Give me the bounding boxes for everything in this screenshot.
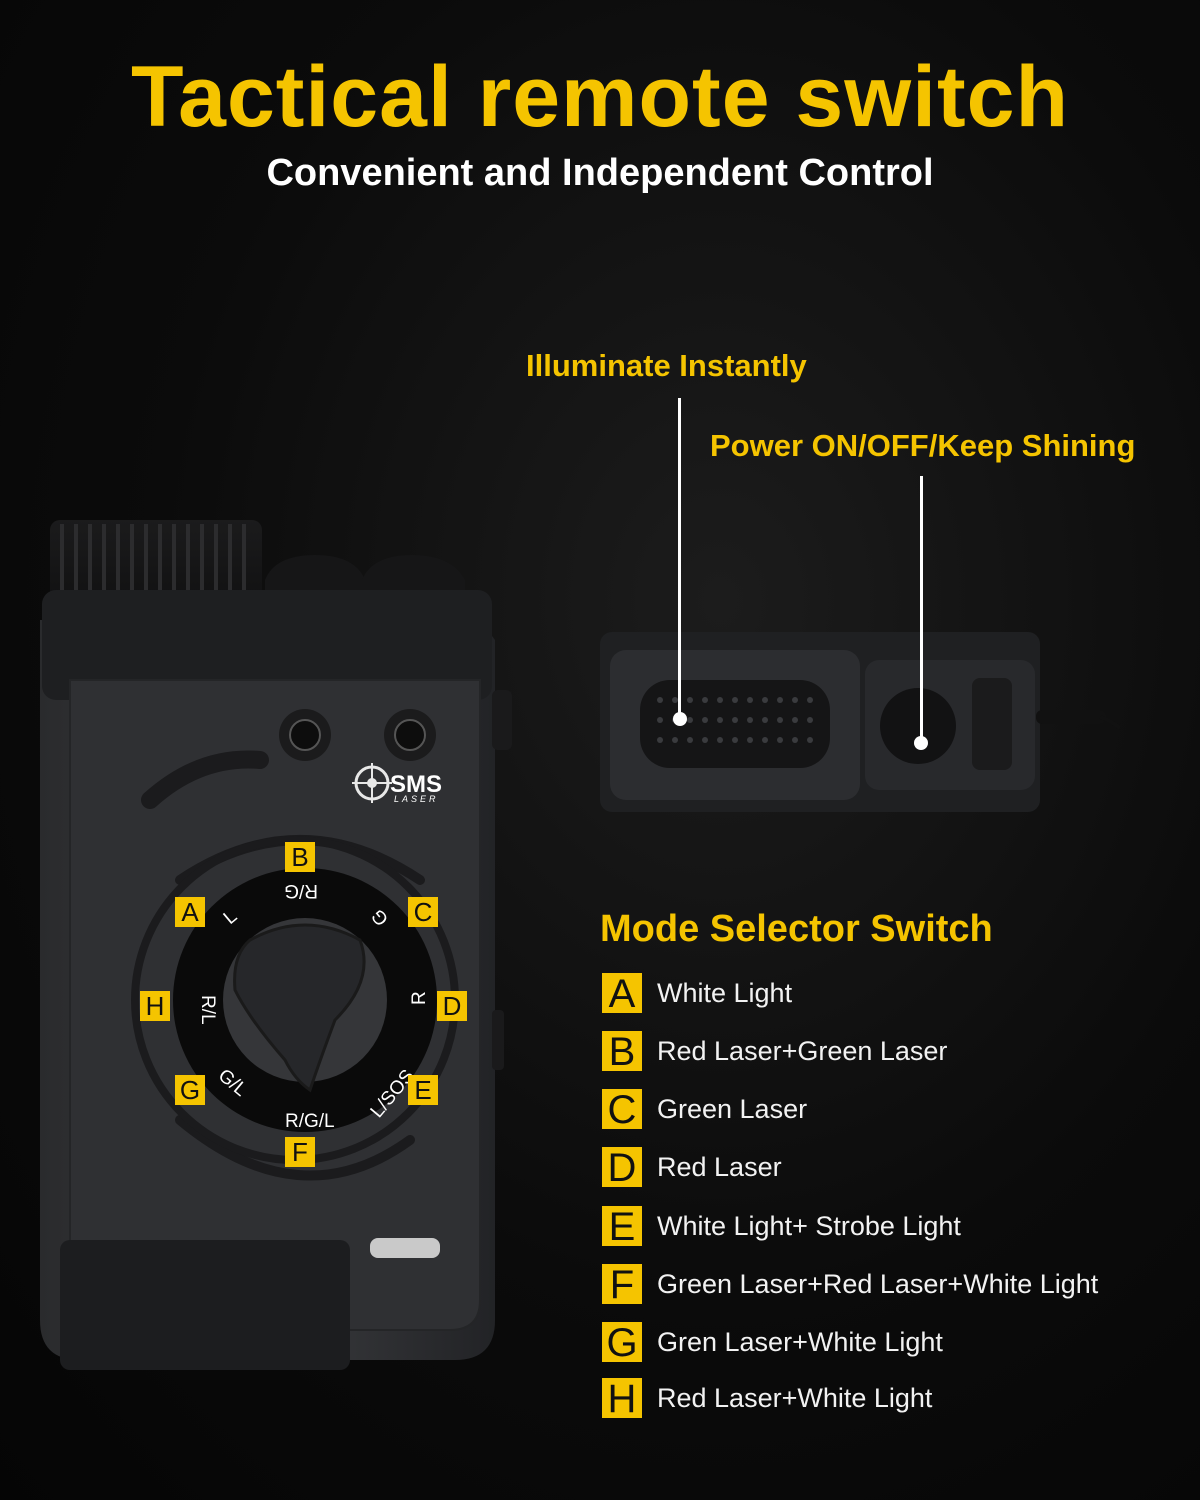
mode-item-e: E White Light+ Strobe Light [602, 1203, 961, 1249]
mode-letter: A [602, 973, 642, 1015]
svg-text:D: D [443, 991, 462, 1021]
mode-label: Gren Laser+White Light [657, 1326, 943, 1357]
mode-label: Green Laser [657, 1093, 808, 1124]
svg-text:C: C [414, 897, 433, 927]
dial-letter-e: E [408, 1075, 438, 1105]
svg-text:A: A [181, 897, 199, 927]
dial-letter-h: H [140, 991, 170, 1021]
screw-icon [279, 709, 331, 761]
mode-label: Red Laser+Green Laser [657, 1035, 948, 1066]
laser-device-illustration: SMS LASER L R/G G R L/SOS R/G/L G/L R/L … [40, 520, 512, 1370]
mode-letter: H [602, 1378, 642, 1420]
mode-item-f: F Green Laser+Red Laser+White Light [602, 1261, 1098, 1307]
brand-subtext: LASER [394, 794, 439, 804]
screw-icon [384, 709, 436, 761]
remote-switch-illustration [600, 632, 1120, 812]
mode-label: White Light [657, 977, 793, 1008]
mode-letter: E [602, 1206, 642, 1248]
svg-text:F: F [292, 1137, 308, 1167]
mode-item-g: G Gren Laser+White Light [602, 1319, 943, 1365]
svg-text:G: G [180, 1075, 200, 1105]
mode-letter: B [602, 1031, 642, 1073]
mode-letter: C [602, 1089, 642, 1131]
mode-letter: G [602, 1322, 642, 1364]
svg-text:H: H [146, 991, 165, 1021]
callout-illuminate: Illuminate Instantly [526, 348, 807, 383]
dial-letter-b: B [285, 842, 315, 872]
dial-letter-f: F [285, 1137, 315, 1167]
dial-label-rgl: R/G/L [285, 1111, 335, 1132]
dial-letter-c: C [408, 897, 438, 927]
mode-letter: F [602, 1264, 642, 1306]
mode-item-d: D Red Laser [602, 1144, 782, 1190]
mode-item-h: H Red Laser+White Light [602, 1375, 932, 1421]
mode-letter: D [602, 1147, 642, 1189]
mode-item-b: B Red Laser+Green Laser [602, 1028, 947, 1074]
brand-name: SMS [390, 771, 442, 798]
callout-power: Power ON/OFF/Keep Shining [710, 428, 1136, 463]
svg-text:B: B [291, 842, 308, 872]
mode-label: Red Laser [657, 1151, 782, 1182]
brand-logo: SMS LASER [352, 763, 442, 804]
dial-letter-g: G [175, 1075, 205, 1105]
dial-label-r: R [409, 991, 430, 1005]
mode-label: White Light+ Strobe Light [657, 1210, 961, 1241]
mode-label: Green Laser+Red Laser+White Light [657, 1268, 1099, 1299]
mode-label: Red Laser+White Light [657, 1382, 933, 1413]
dial-letter-d: D [437, 991, 467, 1021]
leader-line-power [920, 476, 923, 740]
leader-line-illuminate [678, 398, 681, 718]
page-title: Tactical remote switch [130, 49, 1070, 145]
mode-item-a: A White Light [602, 970, 792, 1016]
svg-text:E: E [414, 1075, 431, 1105]
mode-selector-knob [233, 923, 366, 1093]
mode-selector-title: Mode Selector Switch [600, 908, 993, 950]
dial-label-rg: R/G [284, 880, 318, 901]
pressure-pad-dot [673, 712, 687, 726]
mode-item-c: C Green Laser [602, 1086, 807, 1132]
power-button-dot [914, 736, 928, 750]
dial-letter-a: A [175, 897, 205, 927]
dial-label-rl: R/L [197, 995, 218, 1025]
page-subtitle: Convenient and Independent Control [266, 152, 934, 194]
